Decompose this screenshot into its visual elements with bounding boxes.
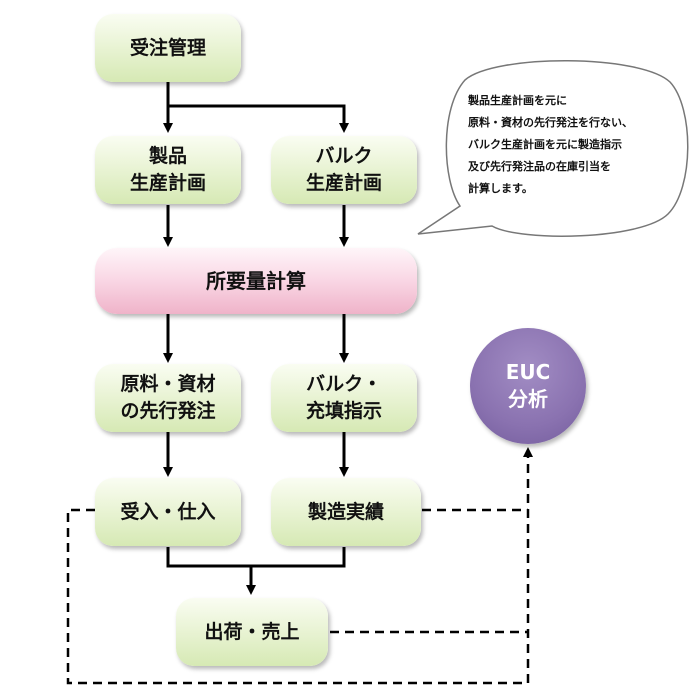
node-shipping-sales-label: 出荷・売上 [204,620,300,643]
callout-text: 製品生産計画を元に 原料・資材の先行発注を行ない、 バルク生産計画を元に製造指示… [468,94,633,195]
node-euc-analysis-label: EUC 分析 [505,360,551,411]
merge-line [166,547,346,568]
node-bulk-fill-label: バルク・ 充填指示 [305,373,382,422]
node-receiving-label: 受入・仕入 [120,500,216,523]
dashed-receiving-loop [66,508,528,685]
node-order-management-label: 受注管理 [129,36,206,59]
node-euc-analysis: EUC 分析 [470,328,586,444]
node-order-management: 受注管理 [95,14,241,82]
node-material-order: 原料・資材 の先行発注 [95,364,241,432]
node-production-results-label: 製造実績 [307,500,384,523]
node-requirements-calc-label: 所要量計算 [206,268,306,293]
node-bulk-fill: バルク・ 充填指示 [271,364,417,432]
callout-bubble [417,60,689,237]
node-product-plan: 製品 生産計画 [95,136,241,204]
node-product-plan-label: 製品 生産計画 [129,145,206,194]
node-shipping-sales: 出荷・売上 [176,598,328,666]
node-material-order-label: 原料・資材 の先行発注 [120,373,216,422]
node-requirements-calc: 所要量計算 [95,248,417,314]
node-receiving: 受入・仕入 [95,478,241,546]
node-bulk-plan-label: バルク 生産計画 [305,145,382,194]
node-production-results: 製造実績 [271,478,421,546]
arrow-order-to-bulk-plan [168,104,349,133]
node-bulk-plan: バルク 生産計画 [271,136,417,204]
